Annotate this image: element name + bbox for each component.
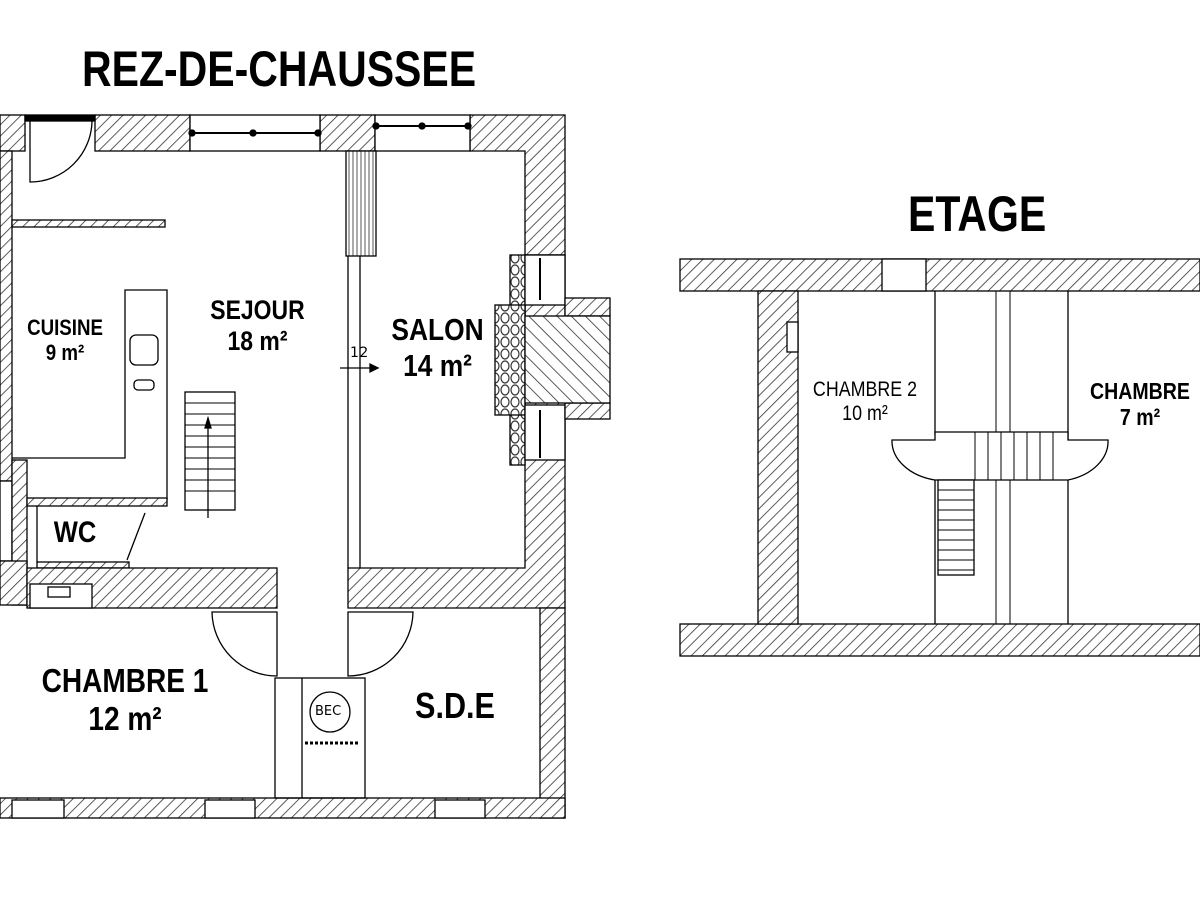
boiler-label: BEC <box>315 704 342 719</box>
room-area: 18 m² <box>227 326 288 357</box>
upper-floor-plan <box>679 258 1200 657</box>
room-area: 12 m² <box>88 699 162 737</box>
room-name: SALON <box>391 312 484 347</box>
room-cuisine: CUISINE 9 m² <box>14 315 116 366</box>
room-name: WC <box>53 516 97 549</box>
room-salon: SALON 14 m² <box>384 312 490 383</box>
ground-floor-plan <box>0 114 611 819</box>
room-area: 7 m² <box>1119 404 1161 431</box>
room-area: 9 m² <box>45 340 85 366</box>
room-chambre-1: CHAMBRE 1 12 m² <box>36 662 215 738</box>
room-area: 14 m² <box>403 347 472 383</box>
room-wc: WC <box>45 516 105 551</box>
stair-marker: 1 2 <box>350 345 368 361</box>
room-name: CUISINE <box>27 315 103 340</box>
room-name: CHAMBRE 2 <box>812 378 918 401</box>
ground-floor-title: REZ-DE-CHAUSSEE <box>82 41 477 97</box>
room-name: CHAMBRE 1 <box>41 662 209 699</box>
room-sejour: SEJOUR 18 m² <box>196 295 319 357</box>
room-sde: S.D.E <box>404 685 506 726</box>
room-name: S.D.E <box>415 685 495 726</box>
upper-floor-title: ETAGE <box>908 186 1047 242</box>
room-chambre-2: CHAMBRE 2 10 m² <box>806 378 925 426</box>
room-chambre-3: CHAMBRE 7 m² <box>1081 378 1200 431</box>
room-name: CHAMBRE <box>1090 378 1190 404</box>
room-area: 10 m² <box>842 402 888 426</box>
room-name: SEJOUR <box>210 295 305 325</box>
